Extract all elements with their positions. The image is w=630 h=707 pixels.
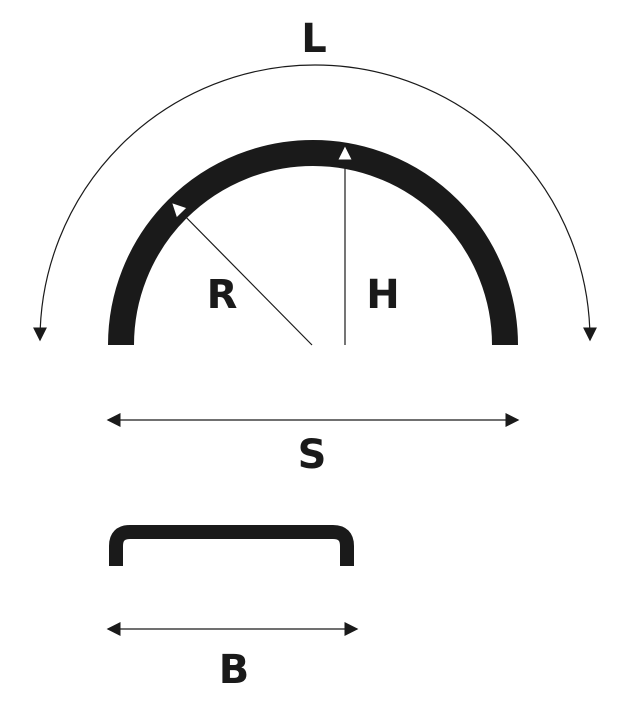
arch-profile bbox=[108, 140, 518, 346]
label-length: L bbox=[301, 16, 327, 62]
radius-line bbox=[172, 203, 313, 346]
label-height: H bbox=[366, 272, 399, 318]
label-span: S bbox=[298, 432, 327, 478]
label-width: B bbox=[219, 647, 250, 693]
channel-cross-section bbox=[109, 525, 354, 566]
arc-length-dimension-line bbox=[33, 64, 597, 342]
label-radius: R bbox=[207, 272, 238, 318]
